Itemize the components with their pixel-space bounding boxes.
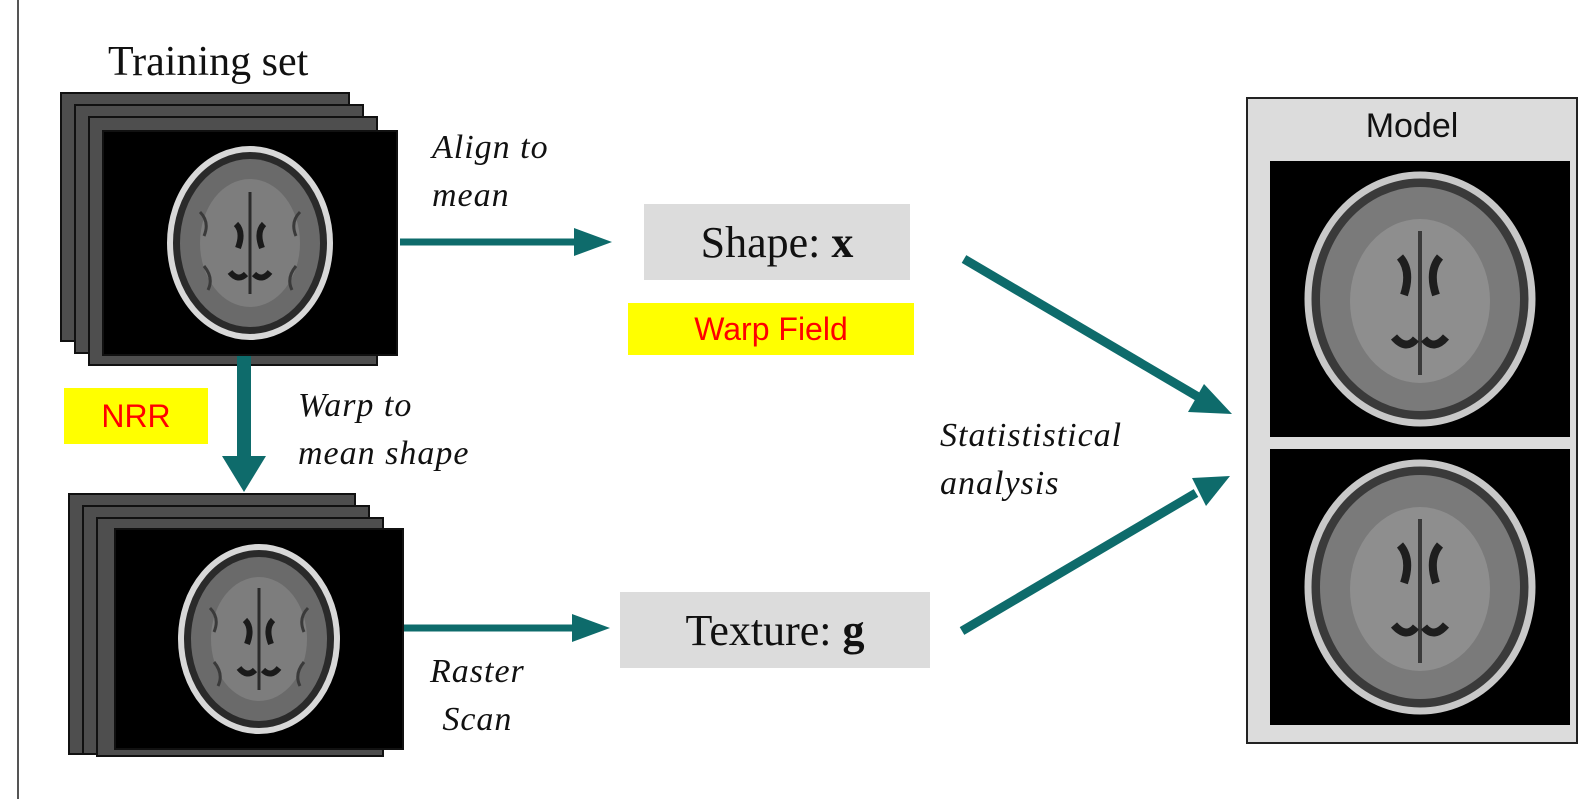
align-line-2: mean <box>432 177 510 214</box>
warp-line-1: Warp to <box>298 387 413 424</box>
training-set-title: Training set <box>108 39 309 85</box>
warped-brain-image <box>114 528 404 750</box>
brain-mri-image <box>167 146 333 340</box>
texture-to-model-arrow <box>959 489 1199 635</box>
model-title: Model <box>1365 107 1459 145</box>
statistical-analysis-label: Statististical analysis <box>940 412 1122 508</box>
raster-arrowhead <box>572 614 610 642</box>
texture-box: Texture: g <box>620 592 930 668</box>
warp-field-highlight: Warp Field <box>628 303 914 355</box>
raster-line-1: Raster <box>430 653 525 690</box>
warp-to-mean-shape-label: Warp to mean shape <box>298 382 469 478</box>
left-border-line <box>17 0 19 799</box>
model-panel: Model <box>1246 97 1578 744</box>
mean-brain-image <box>1304 459 1536 715</box>
mean-brain-image <box>1304 171 1536 427</box>
raster-scan-label: Raster Scan <box>430 648 525 744</box>
shape-prefix: Shape: <box>700 217 832 267</box>
texture-arrowhead <box>1192 476 1230 506</box>
shape-symbol: x <box>831 217 854 267</box>
brain-mri-image <box>178 544 340 734</box>
shape-arrowhead <box>1188 384 1232 414</box>
texture-symbol: g <box>842 605 865 655</box>
shape-to-model-arrow <box>961 255 1203 402</box>
stat-line-1: Statististical <box>940 417 1123 454</box>
training-brain-image <box>102 130 398 356</box>
align-to-mean-label: Align to mean <box>432 124 549 220</box>
raster-line-2: Scan <box>442 701 513 738</box>
model-image-top <box>1270 161 1570 437</box>
nrr-highlight: NRR <box>64 388 208 444</box>
warp-line-2: mean shape <box>298 435 470 472</box>
model-image-bottom <box>1270 449 1570 725</box>
shape-box: Shape: x <box>644 204 910 280</box>
stat-line-2: analysis <box>940 465 1060 502</box>
warp-arrowhead <box>222 456 266 492</box>
texture-prefix: Texture: <box>685 605 843 655</box>
align-line-1: Align to <box>432 129 549 166</box>
align-arrowhead <box>574 228 612 256</box>
